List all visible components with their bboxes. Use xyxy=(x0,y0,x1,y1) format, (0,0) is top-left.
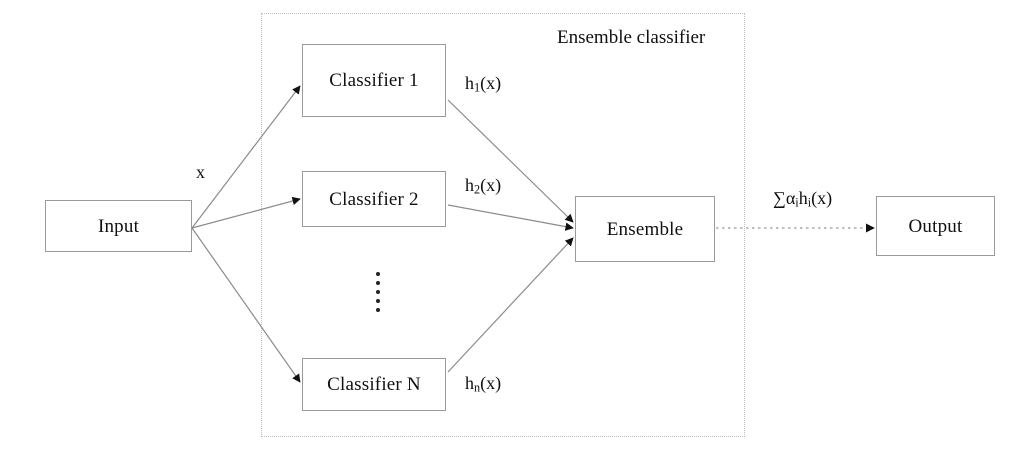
node-output[interactable]: Output xyxy=(876,196,995,256)
weighted-sum-tail: (x) xyxy=(811,188,833,208)
node-classifier-2[interactable]: Classifier 2 xyxy=(302,171,446,227)
edge-label-hn: hn(x) xyxy=(465,374,501,394)
edge-label-h2-base: h xyxy=(465,175,474,195)
node-ensemble[interactable]: Ensemble xyxy=(575,196,715,262)
sigma-symbol: ∑ xyxy=(773,188,786,208)
edge-label-h1: h1(x) xyxy=(465,74,501,94)
edge-label-hn-subscript: n xyxy=(474,380,481,395)
ensemble-classifier-group-label: Ensemble classifier xyxy=(557,27,706,48)
edge-label-weighted-sum: ∑αihi(x) xyxy=(773,189,832,209)
h-symbol: h xyxy=(798,188,808,208)
node-input[interactable]: Input xyxy=(45,200,192,252)
edge-label-hn-tail: (x) xyxy=(480,373,502,393)
edge-label-h2: h2(x) xyxy=(465,176,501,196)
edge-label-h1-base: h xyxy=(465,73,474,93)
node-classifier-1[interactable]: Classifier 1 xyxy=(302,44,446,117)
vertical-ellipsis-icon xyxy=(375,272,381,312)
edge-label-input-x: x xyxy=(196,162,205,182)
edge-label-h1-subscript: 1 xyxy=(474,80,481,95)
edge-label-h2-subscript: 2 xyxy=(474,182,481,197)
alpha-symbol: α xyxy=(785,188,796,208)
h-subscript: i xyxy=(807,195,812,210)
node-classifier-n[interactable]: Classifier N xyxy=(302,358,446,411)
edge-label-h1-tail: (x) xyxy=(480,73,502,93)
alpha-subscript: i xyxy=(795,195,799,210)
edge-label-hn-base: h xyxy=(465,373,474,393)
edge-label-h2-tail: (x) xyxy=(480,175,502,195)
